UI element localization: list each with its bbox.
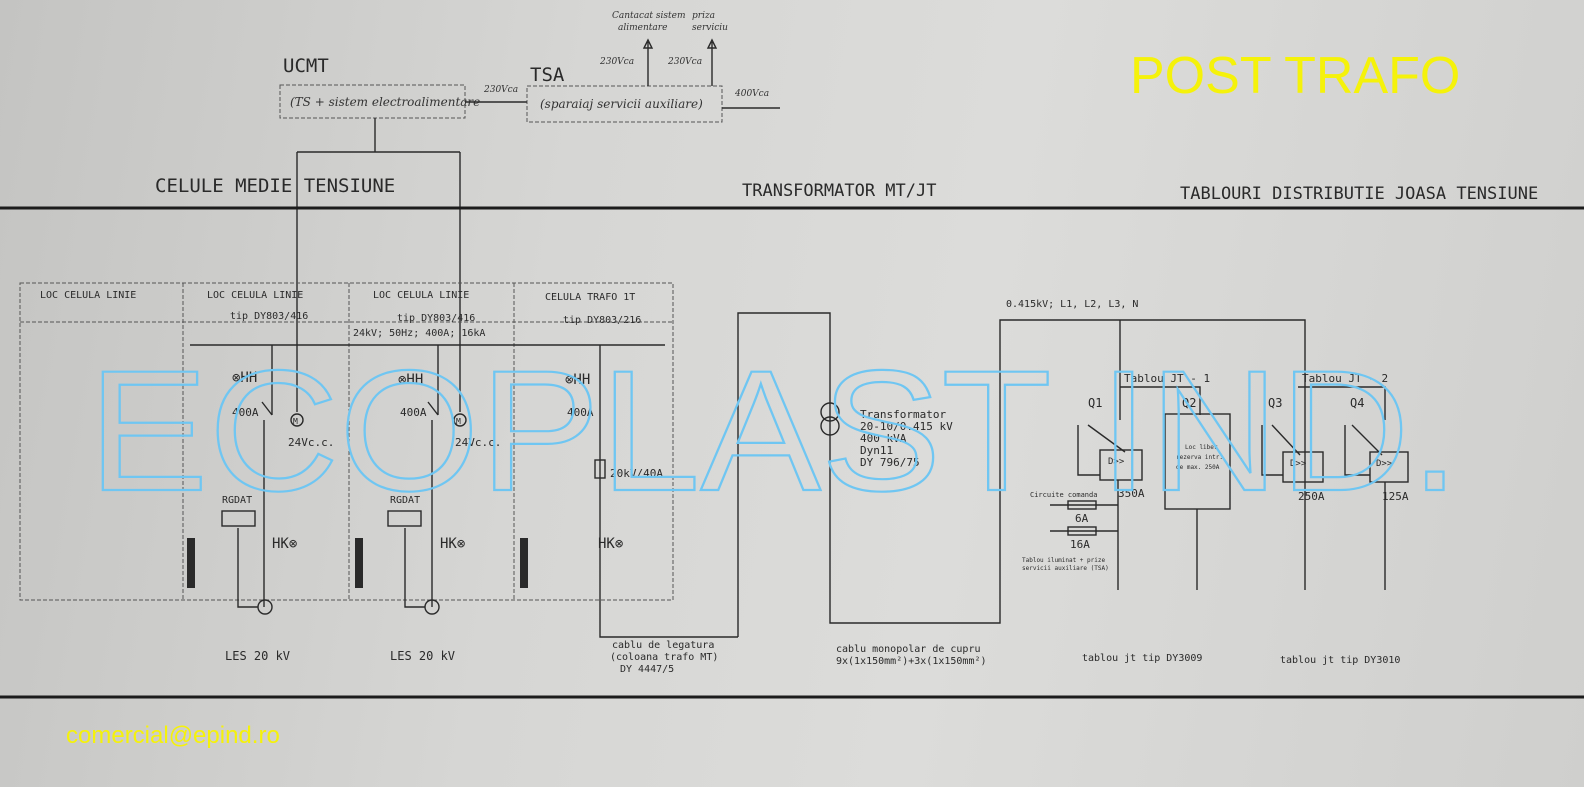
feeder-2: M ⊗HH HK⊗ 400A 24Vc.c. RGDAT LES 20 kV xyxy=(355,345,501,663)
contact-email: comercial@epind.ro xyxy=(66,722,280,749)
feeder-1: M ⊗HH HK⊗ 400A 24Vc.c. RGDAT LES 20 kV xyxy=(187,345,334,663)
out1-label: Cantacat sistem xyxy=(612,11,686,21)
cell-type: tip DY803/216 xyxy=(563,315,641,326)
svg-text:HK⊗: HK⊗ xyxy=(598,536,624,552)
svg-text:D>>: D>> xyxy=(1290,459,1307,469)
cell-name: LOC CELULA LINIE xyxy=(40,290,136,301)
cable-jt-label: cablu monopolar de cupru xyxy=(836,644,981,655)
breaker-rating: 250A xyxy=(1298,490,1325,503)
fuse-rating: 6A xyxy=(1075,512,1089,525)
fuse-rating: 16A xyxy=(1070,538,1090,551)
breaker-id: Q4 xyxy=(1350,396,1364,410)
v-out2: 230Vca xyxy=(667,57,702,67)
svg-text:HK⊗: HK⊗ xyxy=(440,536,466,552)
section-trafo: TRANSFORMATOR MT/JT xyxy=(742,181,936,201)
cell-current: 400A xyxy=(232,406,259,419)
transformer-label: Transformator xyxy=(860,408,946,421)
svg-text:D>>: D>> xyxy=(1376,459,1393,469)
cell-name: LOC CELULA LINIE xyxy=(373,290,469,301)
svg-text:HK⊗: HK⊗ xyxy=(272,536,298,552)
busbar-rating: 24kV; 50Hz; 400A; 16kA xyxy=(353,328,485,339)
v-out1: 230Vca xyxy=(599,57,634,67)
aux-supply: UCMT (TS + sistem electroalimentare TSA … xyxy=(279,11,780,412)
cell-current: 400A xyxy=(567,406,594,419)
out2-label: priza xyxy=(692,11,715,21)
ucmt-box-text: (TS + sistem electroalimentare xyxy=(290,95,480,109)
cell-name: LOC CELULA LINIE xyxy=(207,290,303,301)
panel-label: Tablou JT - 2 xyxy=(1302,372,1388,385)
breaker-id: Q1 xyxy=(1088,396,1102,410)
svg-text:M: M xyxy=(293,417,298,426)
breaker-id: Q2 xyxy=(1182,396,1196,410)
q2-note: rezerva intr. xyxy=(1176,454,1223,461)
cell-current: 400A xyxy=(400,406,427,419)
svg-text:⊗HH: ⊗HH xyxy=(398,372,423,388)
cable-mt-label: (coloana trafo MT) xyxy=(610,652,718,663)
tsa-note: servicii auxiliare (TSA) xyxy=(1022,565,1109,572)
out2-label: serviciu xyxy=(692,23,728,33)
jt-boards: 0.415kV; L1, L2, L3, N Tablou JT - 1 Tab… xyxy=(1006,299,1409,666)
motor-voltage: 24Vc.c. xyxy=(455,436,501,449)
tsa-box xyxy=(526,85,723,123)
svg-text:D>>: D>> xyxy=(1108,457,1125,467)
transformer-label: 400 kVA xyxy=(860,432,907,445)
breaker-rating: 125A xyxy=(1382,490,1409,503)
jt-bus-label: 0.415kV; L1, L2, L3, N xyxy=(1006,299,1138,310)
svg-text:M: M xyxy=(456,417,461,426)
page-title: POST TRAFO xyxy=(1130,47,1460,105)
q2-note: Loc liber xyxy=(1185,444,1218,451)
board-label: tablou jt tip DY3009 xyxy=(1082,653,1202,664)
relay-label: RGDAT xyxy=(222,495,252,506)
breaker-id: Q3 xyxy=(1268,396,1282,410)
fuse-rating: 20kV/40A xyxy=(610,467,663,480)
cable-mt-label: DY 4447/5 xyxy=(620,664,674,675)
cable-label: LES 20 kV xyxy=(225,649,290,663)
cell-name: CELULA TRAFO 1T xyxy=(545,292,635,303)
out1-label: alimentare xyxy=(618,23,667,33)
mt-cells: LOC CELULA LINIE LOC CELULA LINIE LOC CE… xyxy=(19,282,738,675)
cable-jt-label: 9x(1x150mm²)+3x(1x150mm²) xyxy=(836,656,987,667)
feeder-trafo: ⊗HH HK⊗ 400A 20kV/40A xyxy=(520,345,738,638)
board-label: tablou jt tip DY3010 xyxy=(1280,655,1400,666)
watermark: ECOPLAST IND. xyxy=(88,335,1460,527)
tsa-label: TSA xyxy=(530,64,565,86)
v-in: 400Vca xyxy=(734,89,769,99)
motor-voltage: 24Vc.c. xyxy=(288,436,334,449)
section-mt: CELULE MEDIE TENSIUNE xyxy=(155,175,395,197)
svg-text:⊗HH: ⊗HH xyxy=(232,370,257,386)
svg-text:⊗HH: ⊗HH xyxy=(565,372,590,388)
breaker-rating: 350A xyxy=(1118,487,1145,500)
transformer-label: 20-10/0.415 kV xyxy=(860,420,953,433)
cable-label: LES 20 kV xyxy=(390,649,455,663)
transformer-label: DY 796/75 xyxy=(860,456,920,469)
cable-mt-label: cablu de legatura xyxy=(612,640,714,651)
transformer: Transformator 20-10/0.415 kV 400 kVA Dyn… xyxy=(737,312,1306,667)
tsa-note: Tablou iluminat + prize xyxy=(1022,557,1105,564)
relay-label: RGDAT xyxy=(390,495,420,506)
transformer-label: Dyn11 xyxy=(860,444,893,457)
v-ucmt: 230Vca xyxy=(483,85,518,95)
panel-label: Tablou JT - 1 xyxy=(1124,372,1210,385)
ucmt-label: UCMT xyxy=(283,55,329,77)
control-label: Circuite comanda xyxy=(1030,491,1097,499)
cell-type: tip DY803/416 xyxy=(230,311,308,322)
q2-note: de max. 250A xyxy=(1176,464,1220,471)
section-jt: TABLOURI DISTRIBUTIE JOASA TENSIUNE xyxy=(1180,184,1538,204)
tsa-box-text: (sparaiaj servicii auxiliare) xyxy=(540,97,703,111)
cell-type: tip DY803/416 xyxy=(397,313,475,324)
